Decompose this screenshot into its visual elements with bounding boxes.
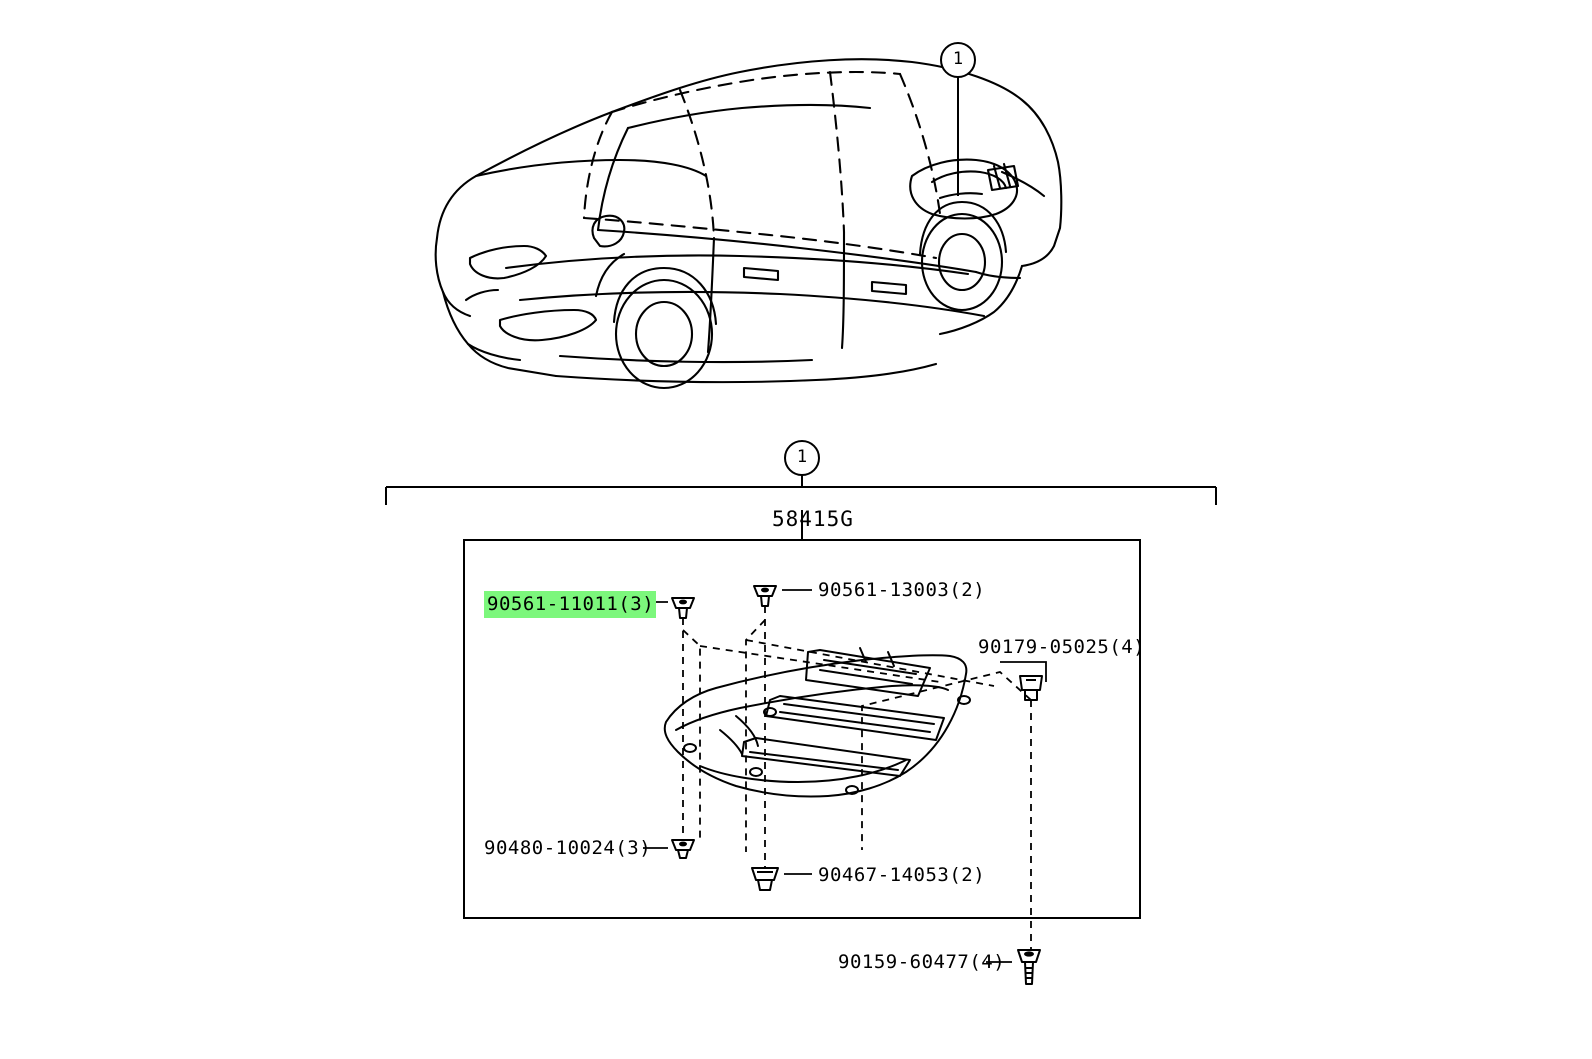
callout-number-group: 1 — [796, 447, 808, 467]
fastener-90480-10024 — [671, 839, 695, 859]
fastener-90159-60477 — [1017, 949, 1041, 985]
assembly-dashed-lines — [682, 606, 1032, 950]
label-90179-05025[interactable]: 90179-05025(4) — [978, 636, 1146, 658]
panel-part-number: 58415G — [772, 507, 854, 531]
label-90159-60477[interactable]: 90159-60477(4) — [838, 951, 1006, 973]
label-90561-13003[interactable]: 90561-13003(2) — [818, 579, 986, 601]
callout-1-top — [940, 42, 976, 196]
fastener-90179-05025 — [1019, 675, 1043, 701]
fastener-90561-11011 — [671, 597, 695, 619]
section-bracket — [385, 440, 1217, 505]
callout-number-top: 1 — [952, 49, 964, 69]
label-90467-14053[interactable]: 90467-14053(2) — [818, 864, 986, 886]
engine-under-cover — [663, 647, 971, 798]
label-90561-11011[interactable]: 90561-11011(3) — [484, 591, 657, 618]
label-leader-lines — [637, 510, 1047, 963]
fastener-90561-13003 — [753, 585, 777, 607]
label-90480-10024[interactable]: 90480-10024(3) — [484, 837, 652, 859]
fastener-90467-14053 — [751, 867, 779, 891]
